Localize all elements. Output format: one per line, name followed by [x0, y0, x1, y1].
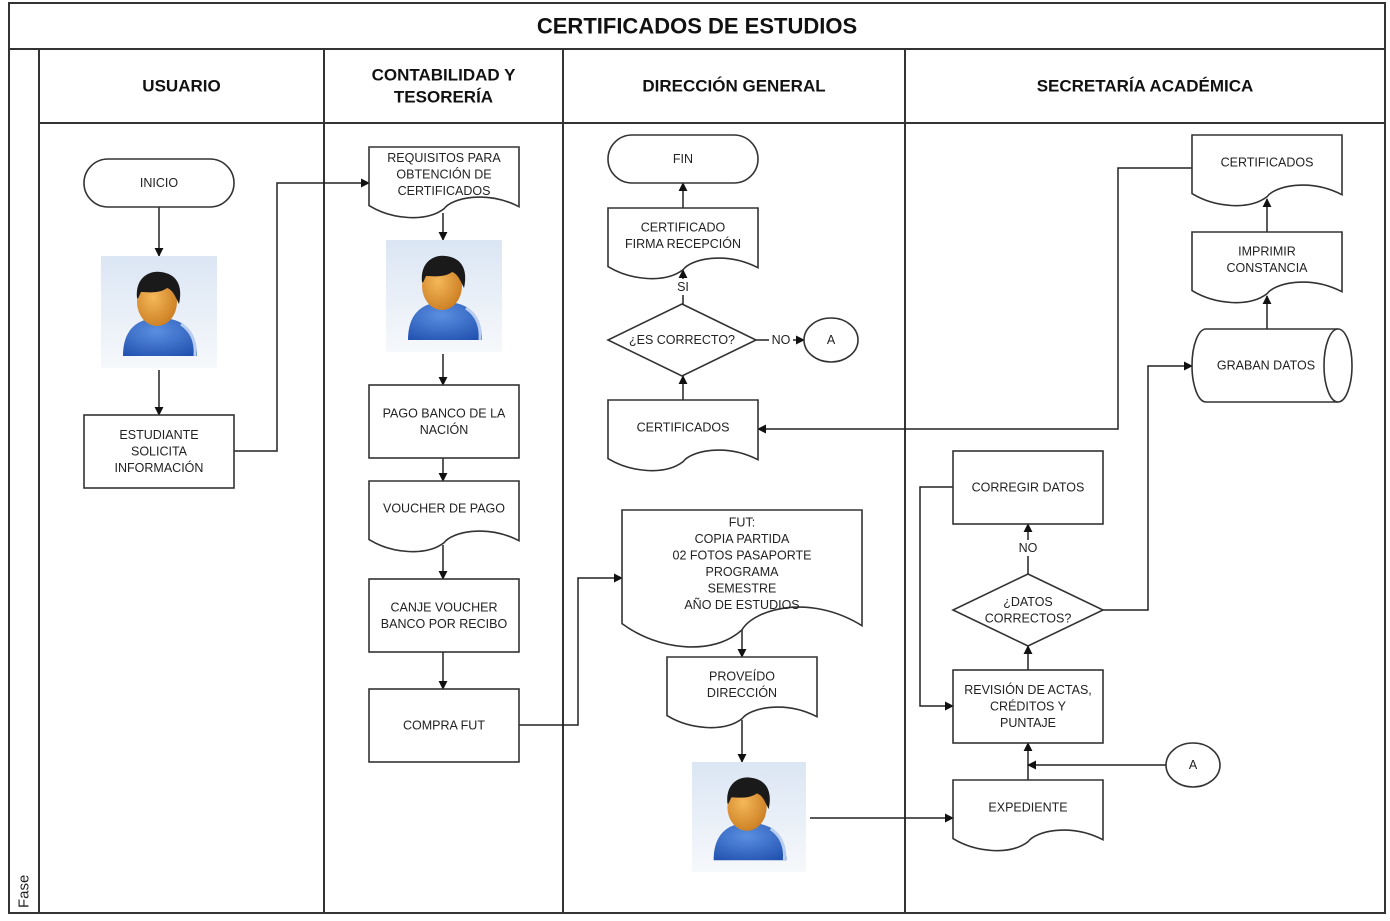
node-label: REQUISITOS PARA: [387, 151, 501, 165]
node-certificado-firma: CERTIFICADO FIRMA RECEPCIÓN: [607, 207, 759, 280]
lane-title: DIRECCIÓN GENERAL: [642, 77, 825, 96]
connector-estudiante-solicita-to-requisitos: [234, 178, 370, 452]
diagram-frame: [8, 2, 1386, 914]
node-corregir-datos: CORREGIR DATOS: [952, 450, 1104, 525]
connector-corregir-datos-to-revision-actas: [919, 486, 954, 711]
node-fin: FIN: [607, 134, 759, 184]
connector-compra-fut-to-fut-requisitos: [519, 573, 623, 726]
diagram-title: CERTIFICADOS DE ESTUDIOS: [537, 14, 857, 39]
node-es-correcto: ¿ES CORRECTO?: [606, 303, 758, 377]
node-label: NACIÓN: [420, 422, 469, 437]
node-label: COMPRA FUT: [403, 719, 485, 733]
node-label: CORREGIR DATOS: [972, 481, 1085, 495]
node-label: ¿ES CORRECTO?: [629, 333, 735, 347]
node-label: PROVEÍDO: [709, 668, 775, 683]
node-label: SOLICITA: [131, 445, 188, 459]
node-expediente: EXPEDIENTE: [952, 779, 1104, 852]
user-icon: [386, 240, 502, 352]
phase-label: Fase: [16, 875, 33, 908]
node-conector-a-in: A: [1165, 742, 1221, 788]
node-compra-fut: COMPRA FUT: [368, 688, 520, 763]
node-usuario-actor: [100, 256, 218, 368]
node-direccion-actor: [690, 762, 808, 872]
user-icon: [690, 762, 808, 872]
node-label: IMPRIMIR: [1238, 244, 1296, 258]
connector-es-correcto-to-certificado-firma: SI: [671, 269, 695, 304]
node-label: A: [1189, 758, 1198, 772]
node-contabilidad-actor: [386, 240, 502, 352]
node-voucher-pago: VOUCHER DE PAGO: [368, 480, 520, 553]
node-certificados-dir: CERTIFICADOS: [607, 399, 759, 472]
node-label: FIRMA RECEPCIÓN: [625, 236, 741, 251]
lane-title: SECRETARÍA ACADÉMICA: [1037, 77, 1254, 96]
edge-label: SI: [677, 280, 689, 294]
node-datos-correctos: ¿DATOS CORRECTOS?: [951, 573, 1105, 647]
node-graban-datos: GRABAN DATOS: [1191, 328, 1353, 403]
edge-label: NO: [1019, 541, 1038, 555]
connector-es-correcto-to-conector-a-out: NO: [756, 332, 805, 348]
edge-label: NO: [772, 333, 791, 347]
node-label: CORRECTOS?: [985, 611, 1072, 625]
node-label: PAGO BANCO DE LA: [383, 406, 506, 420]
node-imprimir-constancia: IMPRIMIR CONSTANCIA: [1191, 231, 1343, 304]
node-label: GRABAN DATOS: [1217, 359, 1315, 373]
node-label: OBTENCIÓN DE: [396, 167, 491, 182]
node-canje-voucher: CANJE VOUCHER BANCO POR RECIBO: [368, 578, 520, 653]
node-label: FIN: [673, 152, 693, 166]
node-label: FUT:: [729, 516, 755, 530]
lane-title: USUARIO: [142, 77, 220, 96]
node-label: CERTIFICADO: [641, 220, 726, 234]
node-conector-a-out: A: [803, 317, 859, 363]
node-label: A: [827, 333, 836, 347]
user-icon: [100, 256, 218, 368]
node-pago-banco: PAGO BANCO DE LA NACIÓN: [368, 384, 520, 459]
node-label: PUNTAJE: [1000, 716, 1056, 730]
node-label: CERTIFICADOS: [398, 184, 491, 198]
lane-header-secretaria: SECRETARÍA ACADÉMICA: [1037, 77, 1254, 96]
node-revision-actas: REVISIÓN DE ACTAS, CRÉDITOS Y PUNTAJE: [952, 669, 1104, 744]
node-label: ¿DATOS: [1003, 595, 1053, 609]
lane-title: TESORERÍA: [394, 88, 493, 107]
node-label: PROGRAMA: [706, 565, 780, 579]
node-label: SEMESTRE: [708, 582, 777, 596]
node-fut-requisitos: FUT: COPIA PARTIDA 02 FOTOS PASAPORTE PROGR…: [621, 509, 863, 648]
node-label: BANCO POR RECIBO: [381, 617, 508, 631]
node-requisitos: REQUISITOS PARA OBTENCIÓN DE CERTIFICADOS: [368, 146, 520, 219]
node-label: DIRECCIÓN: [707, 685, 777, 700]
node-label: CANJE VOUCHER: [391, 600, 498, 614]
node-label: REVISIÓN DE ACTAS,: [964, 682, 1092, 697]
node-inicio: INICIO: [83, 158, 235, 208]
node-label: COPIA PARTIDA: [695, 532, 790, 546]
node-label: EXPEDIENTE: [988, 801, 1067, 815]
node-label: CERTIFICADOS: [637, 421, 730, 435]
node-label: ESTUDIANTE: [119, 428, 198, 442]
node-label: AÑO DE ESTUDIOS: [684, 598, 799, 612]
connector-certificados-sec-to-certificados-dir: [757, 167, 1192, 434]
connector-datos-correctos-to-graban-datos: [1103, 361, 1193, 611]
node-certificados-sec: CERTIFICADOS: [1191, 134, 1343, 207]
node-label: INFORMACIÓN: [115, 460, 204, 475]
node-label: CRÉDITOS Y: [990, 699, 1067, 714]
lane-header-usuario: USUARIO: [142, 77, 220, 96]
node-label: 02 FOTOS PASAPORTE: [673, 549, 812, 563]
node-label: CONSTANCIA: [1226, 261, 1308, 275]
lane-header-direccion: DIRECCIÓN GENERAL: [642, 77, 825, 96]
connector-datos-correctos-to-corregir-datos: NO: [1016, 523, 1040, 574]
node-label: INICIO: [140, 176, 178, 190]
lane-header-contabilidad: CONTABILIDAD Y TESORERÍA: [372, 66, 517, 107]
node-label: VOUCHER DE PAGO: [383, 502, 505, 516]
node-label: CERTIFICADOS: [1221, 156, 1314, 170]
node-proveido: PROVEÍDO DIRECCIÓN: [666, 656, 818, 729]
lane-title: CONTABILIDAD Y: [372, 66, 517, 85]
